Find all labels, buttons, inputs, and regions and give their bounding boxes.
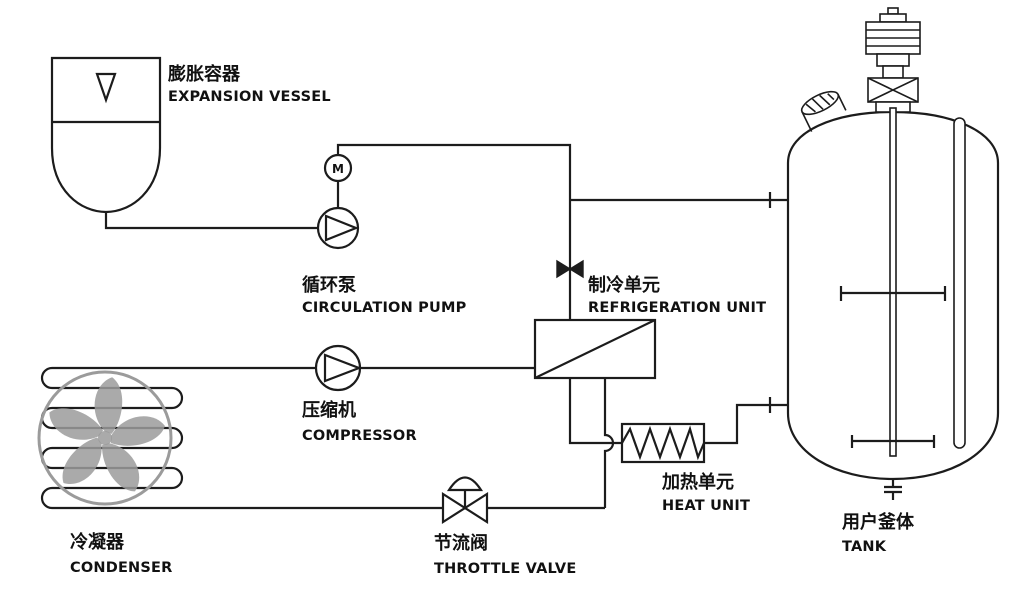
labels: 膨胀容器 EXPANSION VESSEL 循环泵 CIRCULATION PU… [70, 63, 915, 577]
pipe-refrigeration-to-heat-unit [568, 378, 622, 445]
heater-zigzag-icon [621, 425, 706, 461]
tank-label-en: TANK [842, 539, 887, 555]
circulation-pump-label-zh: 循环泵 [302, 274, 356, 296]
pump-impeller-triangle [324, 214, 359, 242]
fan-blade [102, 443, 140, 492]
manway-hatching [805, 93, 835, 113]
manway-cover [800, 90, 840, 116]
motor-lifting-eye [887, 7, 899, 15]
drain-flange [884, 485, 902, 494]
manway-neck [801, 93, 847, 132]
motor-stand-brace [867, 77, 919, 103]
control-valve-icon [556, 259, 584, 279]
circulation-pump-symbol: M [316, 153, 360, 250]
condenser-label-zh: 冷凝器 [70, 531, 125, 553]
fan-blade [49, 408, 104, 440]
pipe-heat-unit-to-tank [704, 403, 789, 445]
throttle-valve-dome [446, 476, 484, 492]
throttle-valve-left-triangle [441, 491, 468, 525]
heat-unit-symbol [620, 422, 706, 464]
motor-coupling [882, 65, 904, 79]
condenser-label-en: CONDENSER [70, 560, 173, 576]
nabla-symbol-icon [95, 72, 117, 104]
compressor-symbol [314, 344, 363, 392]
motor-cap [879, 13, 907, 23]
condenser-symbol [37, 366, 184, 510]
agitator-impeller-mid [839, 286, 947, 301]
pipe-motor-to-top-run [336, 143, 572, 320]
motor-circle-icon [323, 153, 353, 183]
motor-fins [866, 29, 920, 47]
motor-letter: M [332, 162, 344, 176]
throttle-valve-label-zh: 节流阀 [434, 532, 488, 554]
condenser-fan-icon [37, 370, 173, 506]
fan-blade [62, 437, 102, 484]
expansion-vessel-label-zh: 膨胀容器 [167, 63, 241, 85]
agitator-shaft [889, 107, 897, 457]
pipe-vessel-to-pump [104, 210, 318, 230]
compressor-label-zh: 压缩机 [302, 399, 356, 421]
throttle-valve-symbol [441, 476, 489, 525]
refrigeration-unit-diagonal [534, 319, 656, 379]
impeller-end-plates [850, 435, 936, 448]
valve-left-triangle [556, 259, 572, 279]
circulation-pump-label-en: CIRCULATION PUMP [302, 300, 467, 316]
condenser-coil [40, 366, 184, 510]
fan-ring [37, 370, 173, 506]
throttle-valve-right-triangle [462, 491, 489, 525]
expansion-vessel-symbol [50, 56, 162, 214]
tank-symbol [786, 7, 1000, 500]
tank-label-zh: 用户釜体 [842, 511, 915, 533]
throttle-valve-label-en: THROTTLE VALVE [434, 561, 576, 577]
fan-blade [111, 416, 165, 446]
compressor-triangle [323, 353, 363, 383]
agitator-motor-icon [865, 7, 921, 113]
level-gauge-tube [953, 117, 966, 449]
valve-right-triangle [568, 259, 584, 279]
refrigeration-unit-label-zh: 制冷单元 [588, 274, 660, 296]
expansion-vessel-label-en: EXPANSION VESSEL [168, 89, 331, 105]
agitator-impeller-bottom [850, 435, 936, 448]
expansion-vessel-body [50, 56, 162, 214]
refrigeration-unit-symbol [533, 318, 657, 380]
bottom-drain-nozzle [884, 479, 902, 500]
impeller-end-plates [839, 286, 947, 301]
fan-blade [94, 377, 123, 434]
manway-hatch-icon [800, 90, 847, 132]
fan-hub [98, 431, 112, 445]
piping [104, 143, 789, 510]
heat-unit-label-en: HEAT UNIT [662, 498, 750, 514]
pipe-refrigerant-riser-with-hop [603, 378, 615, 508]
refrigeration-unit-label-en: REFRIGERATION UNIT [588, 300, 766, 316]
compressor-label-en: COMPRESSOR [302, 428, 417, 444]
heat-unit-label-zh: 加热单元 [661, 471, 734, 493]
motor-neck [876, 53, 910, 67]
